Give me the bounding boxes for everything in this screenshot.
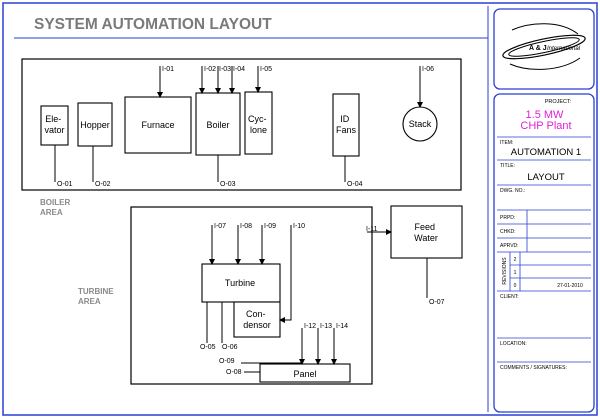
cyclone-label: Cyc- lone — [248, 114, 269, 135]
output-o02: O-02 — [95, 181, 111, 188]
revision-number-2: 2 — [514, 257, 517, 263]
output-o07: O-07 — [429, 299, 445, 306]
item-label: ITEM: — [500, 140, 513, 146]
input-i04: I-04 — [233, 66, 245, 73]
location-label: LOCATION: — [500, 341, 527, 347]
checked-label: CHKD: — [500, 229, 516, 235]
turbine-label: Turbine — [225, 278, 255, 288]
item-value: AUTOMATION 1 — [511, 147, 581, 158]
furnace-box — [124, 96, 192, 154]
input-i06: I-06 — [422, 66, 434, 73]
logo-frame — [493, 8, 595, 90]
input-i13: I-13 — [320, 323, 332, 330]
output-o03: O-03 — [220, 181, 236, 188]
company-logo: A & J International — [502, 23, 586, 70]
condensor-box — [233, 301, 281, 338]
output-o01: O-01 — [57, 181, 73, 188]
output-o04: O-04 — [347, 181, 363, 188]
condensor-input-line — [279, 225, 292, 323]
title-block-frame — [493, 93, 595, 413]
turbine-area-label: TURBINE AREA — [78, 287, 116, 306]
revision-number-0: 0 — [514, 283, 517, 289]
drawing-number-label: DWG. NO.: — [500, 188, 525, 194]
feed-water-box — [390, 205, 463, 259]
stack-label: Stack — [409, 119, 432, 129]
title-block-grid — [497, 136, 591, 363]
approved-label: APRVD: — [500, 243, 519, 249]
input-i05: I-05 — [260, 66, 272, 73]
elevator-label: Ele- vator — [44, 114, 64, 135]
feed-water-label: Feed Water — [414, 222, 438, 243]
input-i11: I-11 — [366, 226, 378, 233]
input-i12: I-12 — [304, 323, 316, 330]
output-o09: O-09 — [219, 358, 235, 365]
panel-label: Panel — [293, 369, 316, 379]
input-i01: I-01 — [162, 66, 174, 73]
prepared-label: PRPD: — [500, 215, 515, 221]
output-o06: O-06 — [222, 344, 238, 351]
revision-date: 27-01-2010 — [557, 283, 583, 289]
title-block-title-label: TITLE: — [500, 163, 515, 169]
input-i14: I-14 — [336, 323, 348, 330]
output-o05: O-05 — [200, 344, 216, 351]
input-i03: I-03 — [219, 66, 231, 73]
title-block-title-value: LAYOUT — [527, 172, 565, 183]
comments-label: COMMENTS / SIGNATURES: — [500, 365, 567, 371]
turbine-area-frame — [130, 206, 373, 385]
drawing-title: SYSTEM AUTOMATION LAYOUT — [34, 16, 272, 33]
elevator-box — [40, 105, 69, 146]
input-i09: I-09 — [264, 223, 276, 230]
input-i10: I-10 — [293, 223, 305, 230]
client-label: CLIENT: — [500, 294, 519, 300]
turbine-box — [201, 263, 281, 303]
revisions-label: REVISIONS — [502, 257, 508, 285]
furnace-label: Furnace — [141, 120, 174, 130]
project-label: PROJECT: — [545, 99, 572, 105]
cyclone-box — [244, 91, 273, 155]
boiler-area-frame — [21, 58, 462, 191]
boiler-area-label: BOILER AREA — [40, 198, 72, 217]
id-fans-box — [332, 93, 360, 157]
hopper-label: Hopper — [80, 120, 110, 130]
company-subtitle: International — [547, 46, 581, 52]
boiler-box — [195, 92, 241, 156]
company-name: A & J — [529, 45, 547, 52]
revision-number-1: 1 — [514, 270, 517, 276]
input-i02: I-02 — [204, 66, 216, 73]
condensor-label: Con- densor — [243, 309, 271, 330]
panel-box — [259, 363, 351, 383]
hopper-box — [77, 102, 113, 147]
project-name: 1.5 MW CHP Plant — [520, 109, 571, 132]
boiler-label: Boiler — [206, 120, 229, 130]
id-fans-label: ID Fans — [336, 114, 357, 135]
input-i08: I-08 — [240, 223, 252, 230]
input-i07: I-07 — [214, 223, 226, 230]
output-o08: O-08 — [226, 369, 242, 376]
